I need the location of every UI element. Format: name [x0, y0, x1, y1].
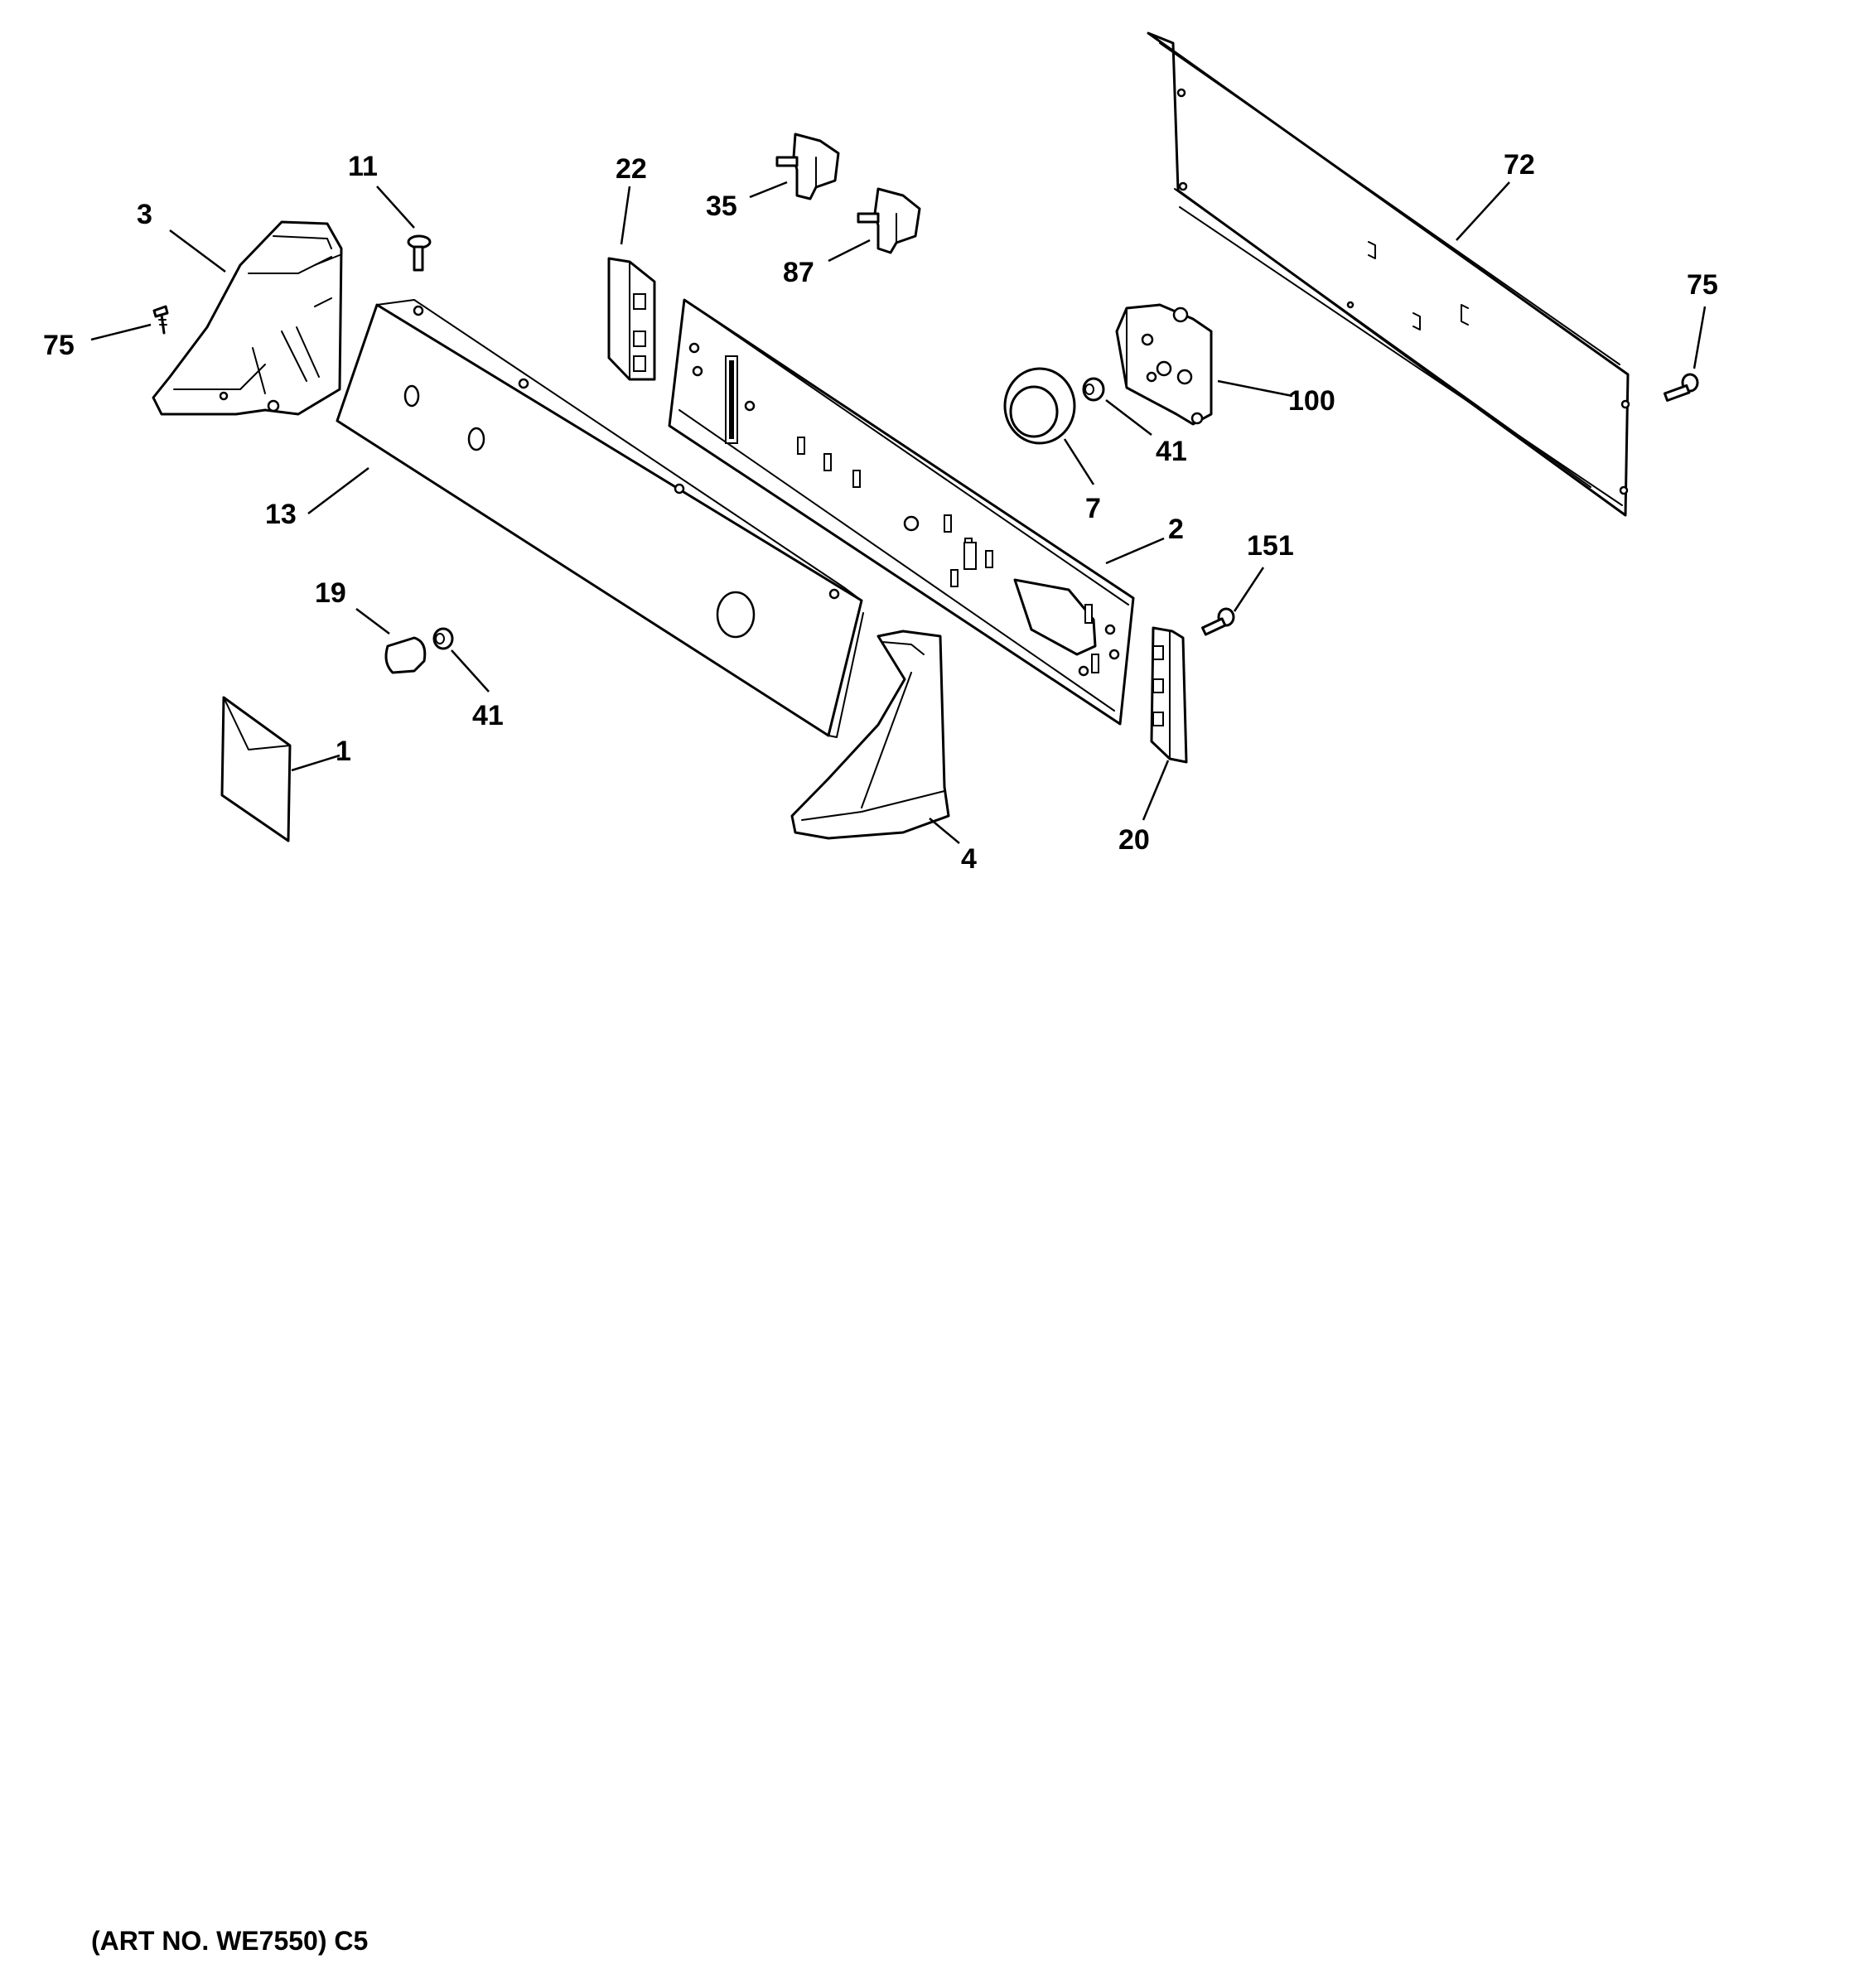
part-75-screw-left[interactable]: [152, 305, 169, 335]
part-13-control-panel[interactable]: [336, 299, 864, 738]
callout-75-left: 75: [43, 330, 75, 361]
part-75-screw-right[interactable]: [1663, 373, 1699, 402]
callout-labels: 3 75 11 22 35 87 72 75 100 41 7 2 151 13…: [43, 149, 1718, 875]
part-100-timer[interactable]: [1115, 303, 1213, 426]
part-22-left-bracket[interactable]: [607, 257, 656, 381]
part-4-right-end-cap[interactable]: [790, 630, 950, 840]
callout-151: 151: [1247, 530, 1294, 562]
part-3-left-end-cap[interactable]: [152, 220, 343, 416]
callout-20: 20: [1118, 824, 1150, 856]
part-151-screw[interactable]: [1201, 607, 1235, 636]
part-87-switch[interactable]: [857, 187, 921, 254]
callout-3: 3: [137, 199, 152, 230]
callout-1: 1: [336, 736, 351, 767]
callout-2: 2: [1168, 514, 1184, 545]
callout-19: 19: [315, 577, 346, 609]
art-number-footer: (ART NO. WE7550) C5: [91, 1926, 369, 1956]
part-20-right-bracket[interactable]: [1150, 626, 1188, 764]
part-72-rear-panel[interactable]: [1147, 31, 1630, 517]
callout-22: 22: [616, 153, 647, 185]
callout-7: 7: [1085, 493, 1101, 524]
callout-75-right: 75: [1687, 269, 1718, 301]
part-1-literature-envelope[interactable]: [220, 696, 292, 842]
part-11-screw[interactable]: [407, 234, 432, 272]
callout-87: 87: [783, 257, 814, 288]
callout-41-lower: 41: [472, 700, 504, 731]
callout-13: 13: [265, 499, 297, 530]
callout-100: 100: [1288, 385, 1335, 417]
part-41-knob-insert-lower[interactable]: [432, 627, 454, 650]
part-2-backsplash-frame[interactable]: [668, 298, 1135, 726]
callout-72: 72: [1504, 149, 1535, 181]
part-19-knob[interactable]: [384, 636, 427, 674]
callout-41-upper: 41: [1156, 436, 1187, 467]
part-35-switch[interactable]: [775, 133, 840, 200]
callout-11: 11: [348, 151, 378, 182]
part-41-knob-insert-upper[interactable]: [1082, 377, 1105, 402]
leader-lines: [90, 181, 1707, 844]
callout-35: 35: [706, 191, 737, 222]
callout-4: 4: [961, 843, 977, 875]
part-7-knob[interactable]: [1003, 367, 1076, 445]
